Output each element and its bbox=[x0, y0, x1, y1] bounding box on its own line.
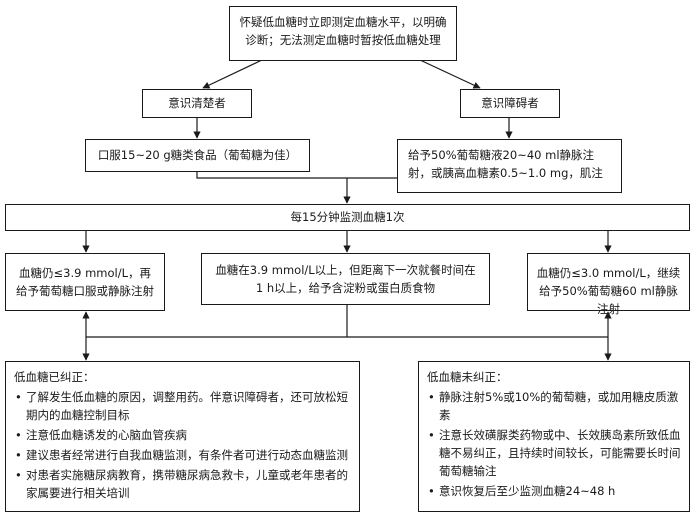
node-result-left: 血糖仍≤3.9 mmol/L，再给予葡萄糖口服或静脉注射 bbox=[5, 253, 165, 311]
node-oral-intake: 口服15~20 g糖类食品（葡萄糖为佳） bbox=[85, 139, 310, 172]
panel-corrected-title: 低血糖已纠正： bbox=[14, 370, 95, 384]
uncorrected-item: 注意长效磺脲类药物或中、长效胰岛素所致低血糖不易纠正，且持续时间较长，可能需要长… bbox=[427, 426, 681, 480]
panel-uncorrected-title: 低血糖未纠正： bbox=[427, 370, 508, 384]
connector-oral-down bbox=[196, 172, 347, 179]
node-conscious: 意识清楚者 bbox=[142, 89, 252, 118]
arrow-start-to-conscious bbox=[202, 59, 263, 89]
corrected-item: 了解发生低血糖的原因，调整用药。伴意识障碍者，还可放松短期内的血糖控制目标 bbox=[14, 388, 351, 424]
corrected-item: 对患者实施糖尿病教育，携带糖尿病急救卡，儿童或老年患者的家属要进行相关培训 bbox=[14, 466, 351, 502]
node-monitor: 每15分钟监测血糖1次 bbox=[5, 204, 690, 231]
uncorrected-item: 意识恢复后至少监测血糖24~48 h bbox=[427, 482, 681, 500]
arrow-start-to-impaired bbox=[419, 59, 481, 89]
uncorrected-item: 静脉注射5%或10%的葡萄糖，或加用糖皮质激素 bbox=[427, 388, 681, 424]
node-iv-glucose: 给予50%葡萄糖液20~40 ml静脉注射，或胰高血糖素0.5~1.0 mg，肌… bbox=[397, 139, 622, 193]
node-impaired: 意识障碍者 bbox=[460, 89, 560, 118]
node-result-right: 血糖仍≤3.0 mmol/L，继续给予50%葡萄糖60 ml静脉注射 bbox=[527, 253, 690, 316]
node-start: 怀疑低血糖时立即测定血糖水平，以明确诊断；无法测定血糖时暂按低血糖处理 bbox=[229, 6, 457, 61]
corrected-item: 注意低血糖诱发的心脑血管疾病 bbox=[14, 426, 351, 444]
panel-corrected: 低血糖已纠正： 了解发生低血糖的原因，调整用药。伴意识障碍者，还可放松短期内的血… bbox=[5, 361, 360, 512]
node-result-mid: 血糖在3.9 mmol/L以上，但距离下一次就餐时间在1 h以上，给予含淀粉或蛋… bbox=[201, 253, 490, 305]
panel-uncorrected: 低血糖未纠正： 静脉注射5%或10%的葡萄糖，或加用糖皮质激素 注意长效磺脲类药… bbox=[418, 361, 690, 512]
corrected-item: 建议患者经常进行自我血糖监测，有条件者可进行动态血糖监测 bbox=[14, 446, 351, 464]
